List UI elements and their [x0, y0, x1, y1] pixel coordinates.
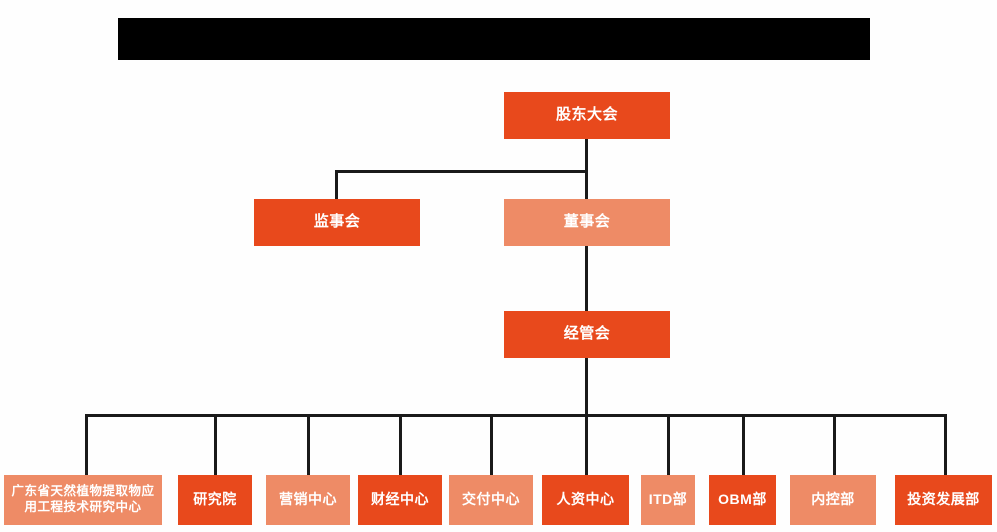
- connector-supervisors-drop: [335, 170, 338, 200]
- connector-drop-gd-research-center: [85, 414, 88, 475]
- node-delivery-center[interactable]: 交付中心: [449, 475, 533, 525]
- connector-drop-obm-dept: [742, 414, 745, 475]
- node-management[interactable]: 经管会: [504, 311, 670, 358]
- node-investment-dev-dept[interactable]: 投资发展部: [895, 475, 992, 525]
- redacted-title-bar: [118, 18, 870, 60]
- connector-drop-marketing-center: [307, 414, 310, 475]
- connector-management-down: [585, 358, 588, 416]
- node-gd-research-center[interactable]: 广东省天然植物提取物应 用工程技术研究中心: [4, 475, 162, 525]
- connector-directors-drop: [585, 170, 588, 200]
- connector-drop-investment-dev-dept: [944, 414, 947, 475]
- connector-level2-horizontal: [335, 170, 587, 173]
- node-shareholders[interactable]: 股东大会: [504, 92, 670, 139]
- node-internal-control-dept[interactable]: 内控部: [790, 475, 876, 525]
- connector-department-bus: [85, 414, 946, 417]
- node-obm-dept[interactable]: OBM部: [709, 475, 776, 525]
- connector-drop-delivery-center: [490, 414, 493, 475]
- connector-drop-research-institute: [214, 414, 217, 475]
- node-directors[interactable]: 董事会: [504, 199, 670, 246]
- node-supervisors[interactable]: 监事会: [254, 199, 420, 246]
- connector-drop-hr-center: [585, 414, 588, 475]
- node-research-institute[interactable]: 研究院: [178, 475, 252, 525]
- connector-drop-internal-control-dept: [833, 414, 836, 475]
- connector-drop-itd-dept: [667, 414, 670, 475]
- connector-shareholders-down: [585, 138, 588, 172]
- connector-directors-to-management: [585, 246, 588, 312]
- node-finance-center[interactable]: 财经中心: [358, 475, 442, 525]
- node-hr-center[interactable]: 人资中心: [542, 475, 629, 525]
- node-itd-dept[interactable]: ITD部: [641, 475, 695, 525]
- connector-drop-finance-center: [399, 414, 402, 475]
- node-marketing-center[interactable]: 营销中心: [266, 475, 350, 525]
